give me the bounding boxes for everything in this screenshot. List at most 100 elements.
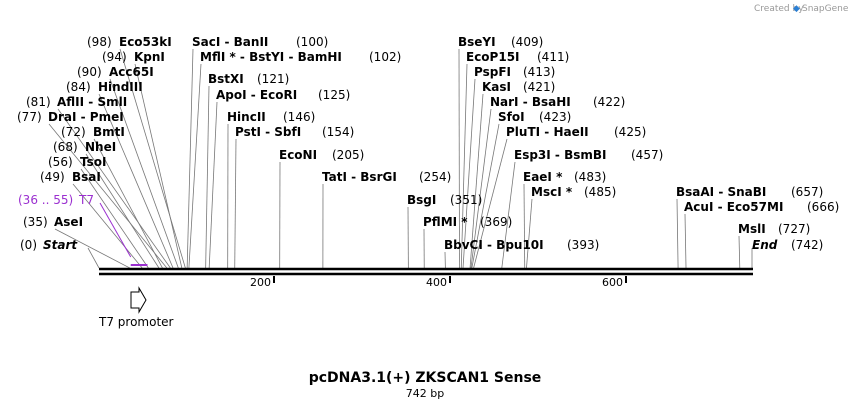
site-ecop15i-name[interactable]: EcoP15I bbox=[466, 50, 520, 64]
site-hindiii-name[interactable]: HindIII bbox=[98, 80, 143, 94]
site-sfoi[interactable]: SfoI (423) bbox=[498, 110, 571, 124]
site-tati[interactable]: TatI - BsrGI(254) bbox=[322, 170, 451, 184]
site-eaei-name[interactable]: EaeI * bbox=[523, 170, 563, 184]
site-msci-name[interactable]: MscI * bbox=[531, 185, 573, 199]
site-msli[interactable]: MslI(727) bbox=[738, 222, 810, 236]
feature-t7-promoter[interactable]: T7 promoter bbox=[98, 286, 174, 329]
leader-acui bbox=[684, 213, 687, 269]
site-drai[interactable]: (77)DraI - PmeI bbox=[17, 110, 124, 124]
site-nhei-name[interactable]: NheI bbox=[85, 140, 116, 154]
site-aflii[interactable]: (81)AflII - SmlI bbox=[26, 95, 127, 109]
site-acui-name[interactable]: AcuI - Eco57MI bbox=[684, 200, 783, 214]
tick-label-200: 200 bbox=[250, 276, 271, 289]
site-econi-name[interactable]: EcoNI bbox=[279, 148, 317, 162]
site-eco53ki-name[interactable]: Eco53kI bbox=[119, 35, 172, 49]
end-pos: (742) bbox=[791, 238, 823, 252]
site-acc65i-name[interactable]: Acc65I bbox=[109, 65, 154, 79]
site-ecop15i[interactable]: EcoP15I(411) bbox=[466, 50, 569, 64]
site-tsoi-name[interactable]: TsoI bbox=[80, 155, 106, 169]
site-bsgi[interactable]: BsgI(351) bbox=[407, 193, 482, 207]
site-msli-name[interactable]: MslI bbox=[738, 222, 766, 236]
start-pos: (0) bbox=[20, 238, 37, 252]
site-nari-pos: (422) bbox=[593, 95, 625, 109]
site-nhei[interactable]: (68)NheI bbox=[53, 140, 116, 154]
primer-t7[interactable]: (36 .. 55) T7 bbox=[18, 193, 148, 266]
site-bsaai-name[interactable]: BsaAI - SnaBI bbox=[676, 185, 766, 199]
site-acc65i[interactable]: (90) Acc65I bbox=[77, 65, 154, 79]
site-bbvci[interactable]: BbvCI - Bpu10I(393) bbox=[444, 238, 599, 252]
site-acc65i-pos: (90) bbox=[77, 65, 102, 79]
snapgene-logo-icon: ◆ bbox=[793, 4, 800, 14]
primer-leader bbox=[99, 202, 132, 258]
site-bseyi[interactable]: BseYI (409) bbox=[458, 35, 543, 49]
site-hincii-name[interactable]: HincII bbox=[227, 110, 266, 124]
primer-name[interactable]: T7 bbox=[78, 193, 94, 207]
site-nari-name[interactable]: NarI - BsaHI bbox=[490, 95, 571, 109]
site-eco53ki[interactable]: (98)Eco53kI bbox=[87, 35, 172, 49]
leader-acc65i bbox=[109, 78, 179, 269]
feature-label[interactable]: T7 promoter bbox=[98, 315, 174, 329]
site-sfoi-pos: (423) bbox=[539, 110, 571, 124]
site-msci[interactable]: MscI *(485) bbox=[531, 185, 616, 199]
site-pluti[interactable]: PluTI - HaeII(425) bbox=[506, 125, 646, 139]
promoter-arrow-icon[interactable] bbox=[130, 286, 147, 314]
site-pluti-name[interactable]: PluTI - HaeII bbox=[506, 125, 589, 139]
site-aflii-name[interactable]: AflII - SmlI bbox=[57, 95, 127, 109]
site-pflmi[interactable]: PflMI *(369) bbox=[423, 215, 512, 229]
site-esp3i-name[interactable]: Esp3I - BsmBI bbox=[514, 148, 606, 162]
site-eaei[interactable]: EaeI *(483) bbox=[523, 170, 606, 184]
leader-kpni bbox=[134, 63, 183, 269]
leader-msci bbox=[526, 198, 533, 269]
site-bseyi-name[interactable]: BseYI bbox=[458, 35, 496, 49]
site-mfli[interactable]: MflI * - BstYI - BamHI(102) bbox=[200, 50, 401, 64]
site-bmti-name[interactable]: BmtI bbox=[93, 125, 125, 139]
site-kasi[interactable]: KasI(421) bbox=[482, 80, 555, 94]
site-tsoi[interactable]: (56)TsoI bbox=[48, 155, 106, 169]
site-bsai[interactable]: (49) BsaI bbox=[40, 170, 101, 184]
leader-bsai bbox=[72, 183, 143, 269]
branding-snapgene: SnapGene bbox=[802, 4, 849, 14]
site-asei-name[interactable]: AseI bbox=[54, 215, 83, 229]
site-bmti[interactable]: (72) BmtI bbox=[61, 125, 125, 139]
site-bsgi-name[interactable]: BsgI bbox=[407, 193, 436, 207]
site-bseyi-pos: (409) bbox=[511, 35, 543, 49]
site-kpni[interactable]: (94)KpnI bbox=[102, 50, 165, 64]
site-hindiii[interactable]: (84) HindIII bbox=[66, 80, 143, 94]
site-psti-name[interactable]: PstI - SbfI bbox=[235, 125, 301, 139]
site-bsai-name[interactable]: BsaI bbox=[72, 170, 101, 184]
site-bmti-pos: (72) bbox=[61, 125, 86, 139]
site-pflmi-name[interactable]: PflMI * bbox=[423, 215, 468, 229]
site-bsai-pos: (49) bbox=[40, 170, 65, 184]
site-saci-name[interactable]: SacI - BanII bbox=[192, 35, 268, 49]
leader-saci bbox=[186, 48, 194, 269]
site-saci[interactable]: SacI - BanII(100) bbox=[192, 35, 328, 49]
leader-mfli bbox=[188, 63, 202, 269]
site-apoi[interactable]: ApoI - EcoRI(125) bbox=[216, 88, 350, 102]
leader-sfoi bbox=[471, 123, 500, 269]
site-tati-name[interactable]: TatI - BsrGI bbox=[322, 170, 397, 184]
site-sfoi-name[interactable]: SfoI bbox=[498, 110, 525, 124]
enzyme-sites: (35)AseI (49) BsaI (56)TsoI (68)NheI (72)… bbox=[17, 35, 839, 252]
site-bsaai[interactable]: BsaAI - SnaBI(657) bbox=[676, 185, 823, 199]
site-hindiii-pos: (84) bbox=[66, 80, 91, 94]
site-bbvci-name[interactable]: BbvCI - Bpu10I bbox=[444, 238, 544, 252]
site-drai-name[interactable]: DraI - PmeI bbox=[48, 110, 124, 124]
site-bstxi-name[interactable]: BstXI bbox=[208, 72, 244, 86]
site-acui[interactable]: AcuI - Eco57MI(666) bbox=[684, 200, 839, 214]
site-pspfi[interactable]: PspFI (413) bbox=[474, 65, 555, 79]
site-pspfi-pos: (413) bbox=[523, 65, 555, 79]
site-apoi-name[interactable]: ApoI - EcoRI bbox=[216, 88, 297, 102]
site-esp3i[interactable]: Esp3I - BsmBI(457) bbox=[514, 148, 663, 162]
site-hincii[interactable]: HincII (146) bbox=[227, 110, 315, 124]
leader-msli bbox=[738, 235, 741, 269]
site-econi[interactable]: EcoNI(205) bbox=[279, 148, 364, 162]
site-pspfi-name[interactable]: PspFI bbox=[474, 65, 511, 79]
site-kpni-name[interactable]: KpnI bbox=[134, 50, 165, 64]
site-psti[interactable]: PstI - SbfI(154) bbox=[235, 125, 354, 139]
site-asei[interactable]: (35)AseI bbox=[23, 215, 83, 229]
site-kasi-name[interactable]: KasI bbox=[482, 80, 511, 94]
site-hincii-pos: (146) bbox=[283, 110, 315, 124]
site-mfli-name[interactable]: MflI * - BstYI - BamHI bbox=[200, 50, 342, 64]
site-nari[interactable]: NarI - BsaHI (422) bbox=[490, 95, 625, 109]
site-bstxi[interactable]: BstXI(121) bbox=[208, 72, 289, 86]
